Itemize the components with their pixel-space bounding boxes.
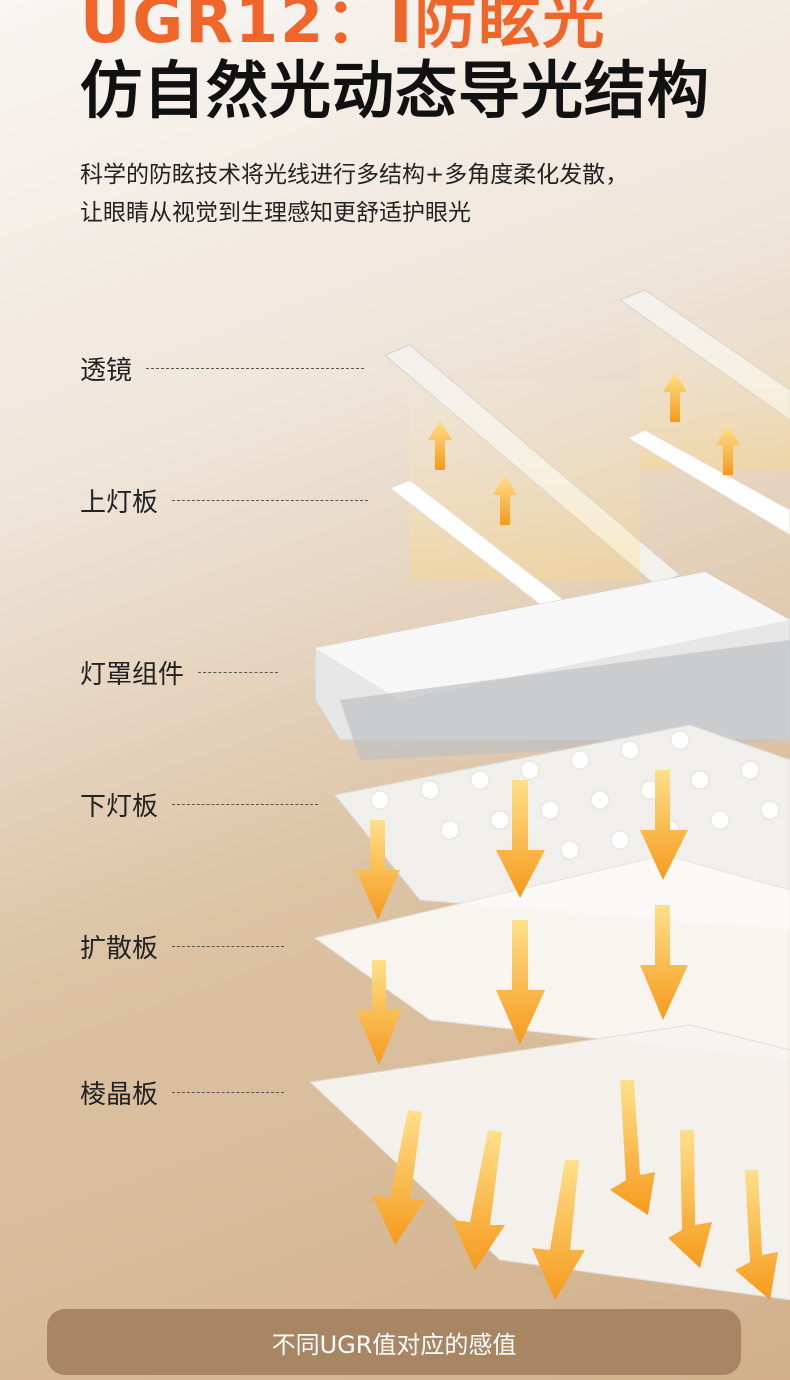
layer-label-diffuser: 扩散板 [80,928,285,965]
label-text: 下灯板 [80,792,159,822]
layer-label-upper-board: 上灯板 [80,482,369,519]
upper-board [389,479,572,613]
subtitle-line-1: 科学的防眩技术将光线进行多结构+多角度柔化发散， [80,162,629,188]
label-text: 扩散板 [80,934,159,964]
label-text: 上灯板 [80,488,159,518]
leader-line [172,500,369,501]
leader-line [172,946,285,947]
lower-led-board [334,724,790,931]
layer-label-housing: 灯罩组件 [80,654,279,691]
light-arrows [356,770,778,1300]
diffuser-plate [313,854,790,1061]
leader-line [146,368,365,369]
page-title: 仿自然光动态导光结构 [80,54,711,127]
label-text: 灯罩组件 [80,660,185,690]
subtitle-line-2: 让眼睛从视觉到生理感知更舒适护眼光 [80,200,471,226]
subtitle: 科学的防眩技术将光线进行多结构+多角度柔化发散， 让眼睛从视觉到生理感知更舒适护… [80,156,628,232]
layer-label-lower-board: 下灯板 [80,786,319,823]
leader-line [172,804,319,805]
label-text: 棱晶板 [80,1080,159,1110]
leader-line [172,1092,285,1093]
headline-top: UGR12：I防眩光 [80,0,607,57]
prism-plate [308,1024,790,1301]
layer-label-prism: 棱晶板 [80,1074,285,1111]
lens-strips [384,289,790,586]
ugr-comparison-button[interactable]: 不同UGR值对应的感值 [47,1309,741,1375]
layer-label-lens: 透镜 [80,350,365,387]
lamp-housing [314,571,790,741]
label-text: 透镜 [80,356,133,386]
leader-line [198,672,279,673]
